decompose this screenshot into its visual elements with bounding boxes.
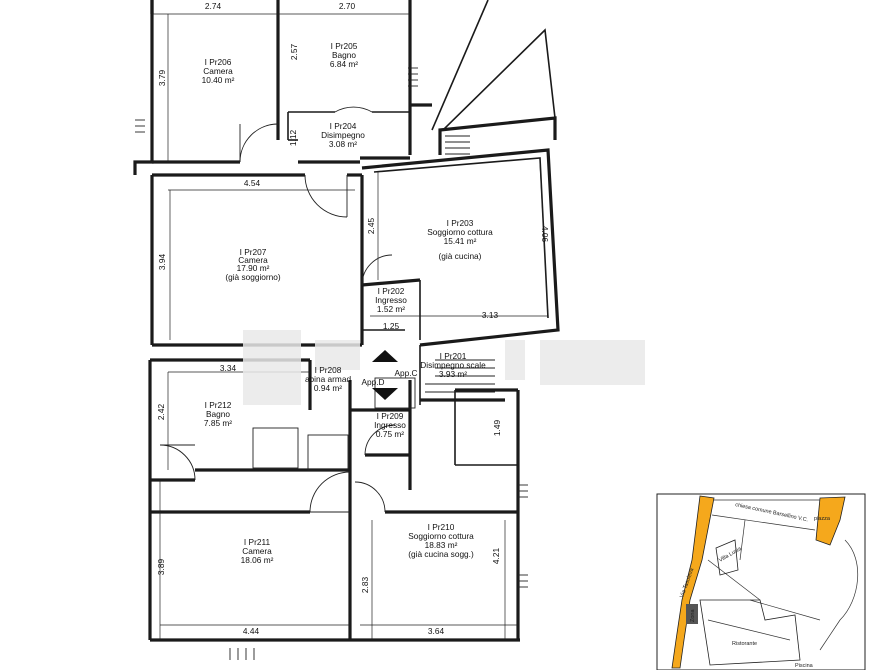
room-code: I Pr211 (244, 537, 271, 547)
dimension-label: 4.06 (540, 226, 550, 243)
dimension-label: 3.34 (220, 363, 237, 373)
fixtures (252, 377, 416, 471)
room-code: I Pr210 (428, 522, 455, 532)
room-note: (già soggiorno) (225, 272, 281, 282)
app-d-label: App.D (361, 377, 384, 387)
doors (159, 106, 396, 513)
room-area: 1.52 m² (377, 304, 405, 314)
dimension-label: 3.64 (428, 626, 445, 636)
room-code: I Pr205 (331, 41, 358, 51)
dimension-label: 1.12 (288, 130, 298, 147)
room-pr209: I Pr209 Ingresso 0.75 m² (374, 411, 406, 439)
room-labels: I Pr206 Camera 10.40 m² I Pr205 Bagno 6.… (202, 41, 494, 565)
room-name: Ingresso (374, 420, 406, 430)
dimension-label: 2.42 (156, 404, 166, 421)
dimension-label: 3.89 (156, 559, 166, 576)
room-name: Camera (203, 66, 233, 76)
dimension-label: 1.25 (383, 321, 400, 331)
dimension-label: 4.21 (491, 548, 501, 565)
room-pr205: I Pr205 Bagno 6.84 m² (330, 41, 358, 69)
room-name: Disimpegno scale (420, 360, 486, 370)
dimension-label: 2.70 (339, 1, 356, 11)
apartment-markers: App.C App.D (361, 350, 418, 400)
room-area: 0.94 m² (314, 383, 342, 393)
dimension-label: 2.45 (366, 218, 376, 235)
room-code: I Pr206 (205, 57, 232, 67)
room-code: I Pr209 (377, 411, 404, 421)
map-label-piscina: Piscina (795, 663, 814, 669)
arrow-up-icon (372, 350, 398, 362)
room-code: I Pr202 (378, 286, 405, 296)
room-code: I Pr204 (330, 121, 357, 131)
room-pr212: I Pr212 Bagno 7.85 m² (204, 400, 232, 428)
room-code: I Pr207 (240, 247, 267, 257)
room-pr206: I Pr206 Camera 10.40 m² (202, 57, 235, 85)
dimension-label: 3.94 (157, 254, 167, 271)
room-pr207: I Pr207 Camera 17.90 m² (già soggiorno) (225, 247, 281, 282)
room-name: Disimpegno (321, 130, 365, 140)
dimension-label: 2.57 (289, 44, 299, 61)
room-note: (già cucina sogg.) (408, 549, 474, 559)
dimension-label: 4.44 (243, 626, 260, 636)
stairs-hatching (135, 67, 528, 660)
map-label-piazza: piazza (814, 516, 831, 522)
walls (133, 0, 560, 642)
dimension-label: 2.74 (205, 1, 222, 11)
room-area: 10.40 m² (202, 75, 235, 85)
room-pr201: I Pr201 Disimpegno scale 3.93 m² (420, 351, 486, 379)
room-name: Bagno (332, 50, 356, 60)
room-area: 18.06 m² (241, 555, 274, 565)
building-marker (686, 604, 698, 624)
room-area: 18.83 m² (425, 540, 458, 550)
dimension-labels: 2.74 2.70 3.79 2.57 1.12 4.54 3.94 2.45 … (156, 1, 550, 636)
map-label-zona: Zona (690, 609, 696, 622)
room-pr208: I Pr208 abina armad 0.94 m² (305, 365, 352, 393)
piazza-highlight (815, 496, 846, 546)
dimension-label: 3.13 (482, 310, 499, 320)
dimension-label: 2.83 (360, 577, 370, 594)
room-code: I Pr201 (440, 351, 467, 361)
room-note: (già cucina) (439, 251, 482, 261)
via-street-highlight (671, 495, 715, 669)
room-code: I Pr212 (205, 400, 232, 410)
room-area: 17.90 m² (237, 263, 270, 273)
room-area: 6.84 m² (330, 59, 358, 69)
arrow-down-icon (372, 388, 398, 400)
dimension-label: 3.79 (157, 70, 167, 87)
room-area: 7.85 m² (204, 418, 232, 428)
room-name: abina armad (305, 374, 352, 384)
dimension-label: 1.49 (492, 420, 502, 437)
room-pr211: I Pr211 Camera 18.06 m² (241, 537, 274, 565)
room-pr202: I Pr202 Ingresso 1.52 m² (375, 286, 407, 314)
room-name: Soggiorno cottura (408, 531, 474, 541)
room-name: Bagno (206, 409, 230, 419)
location-map: piazza chiesa comune Barsellino V.C. Via… (656, 493, 866, 670)
room-area: 0.75 m² (376, 429, 404, 439)
room-pr203: I Pr203 Soggiorno cottura 15.41 m² (già … (427, 218, 493, 261)
room-code: I Pr203 (447, 218, 474, 228)
room-area: 15.41 m² (444, 236, 477, 246)
room-pr210: I Pr210 Soggiorno cottura 18.83 m² (già … (408, 522, 474, 559)
map-label-ristorante: Ristorante (732, 641, 757, 647)
app-c-label: App.C (394, 368, 417, 378)
room-name: Camera (242, 546, 272, 556)
room-name: Camera (238, 255, 268, 265)
room-name: Soggiorno cottura (427, 227, 493, 237)
room-area: 3.08 m² (329, 139, 357, 149)
room-pr204: I Pr204 Disimpegno 3.08 m² (321, 121, 365, 149)
dimension-lines (152, 13, 549, 640)
dimension-label: 4.54 (244, 178, 261, 188)
room-code: I Pr208 (315, 365, 342, 375)
room-name: Ingresso (375, 295, 407, 305)
room-area: 3.93 m² (439, 369, 467, 379)
blurred-strip (243, 330, 645, 405)
